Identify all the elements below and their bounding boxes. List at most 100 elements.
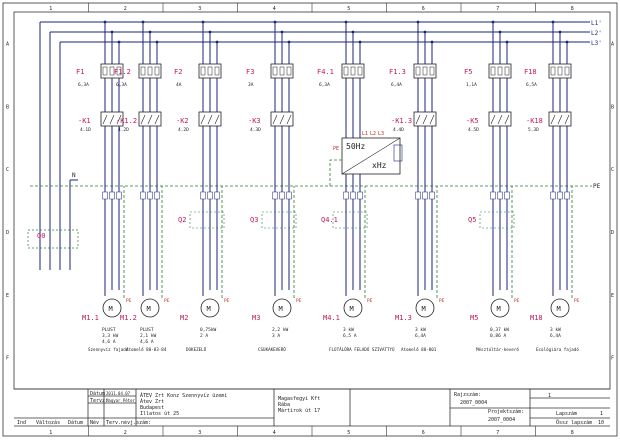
ruler-col-bottom-2: 2 (124, 430, 127, 436)
bus-l3-label: L3' (591, 40, 602, 47)
ruler-row-right-F: F (611, 356, 614, 362)
terminal (357, 191, 363, 200)
motor-label: M1.2 (120, 314, 137, 322)
pe-label: PE (593, 183, 601, 190)
motor-spec2: 4,6 A (102, 339, 116, 345)
terminal (140, 191, 146, 200)
contact-symbol (214, 114, 220, 125)
contactor-label: -K1.3 (391, 117, 412, 125)
motor-spec1: 6,4A (415, 333, 426, 339)
fuse-element (429, 66, 435, 76)
fuse-body (270, 63, 294, 79)
motor-spec1: 3 A (272, 333, 280, 339)
motor-power: 3 kW (415, 327, 426, 333)
terminal (200, 191, 206, 200)
motor-pe-term: PE (514, 298, 520, 304)
fuse-rating: 6,3A (78, 82, 89, 88)
designer-header: Tervz. (90, 398, 108, 404)
power-bus: L1' L2' L3' N PE (30, 20, 602, 270)
project-label: Projektszám: (488, 408, 524, 415)
fuse-label: F4.1 (317, 68, 334, 76)
motor-spec1: 6,5 A (343, 333, 357, 339)
ruler-row-right-E: E (611, 293, 614, 299)
motor-power: 3 kW (550, 327, 561, 333)
fuse-element (109, 66, 115, 76)
motor-symbol (272, 298, 292, 318)
sheet-no: 1 (600, 411, 603, 417)
ruler-row-left-B: B (6, 104, 9, 110)
bus-junction (491, 20, 495, 24)
bus-junction (201, 20, 205, 24)
switch-label: Q4.1 (321, 216, 338, 224)
motor-spec2: 4,6 A (140, 339, 154, 345)
ruler-row-left-D: D (6, 230, 9, 236)
fuse-body (198, 63, 222, 79)
fuse-body (488, 63, 512, 79)
fuse-rating: 6,4A (391, 82, 402, 88)
bus-junction (148, 30, 152, 34)
project-no: 2007_0004 (488, 417, 515, 423)
ruler-col-top-4: 4 (273, 6, 276, 12)
ruler-row-left-F: F (6, 356, 9, 362)
fuse-element (214, 66, 220, 76)
terminal (350, 191, 356, 200)
motor-power: 0,75kW (200, 327, 217, 333)
fuse-element (147, 66, 153, 76)
contact-symbol (109, 114, 115, 125)
terminal (550, 191, 556, 200)
ruler-col-bottom-5: 5 (347, 430, 350, 436)
contact-symbol (422, 114, 428, 125)
switch-box (479, 211, 515, 229)
ruler-col-top-1: 1 (49, 6, 52, 12)
motor-power: 2,2 kW (272, 327, 289, 333)
contact-symbol (497, 114, 503, 125)
title-block: Dátum Tervz. 2011.04.07 Magyar Péter ÁTE… (14, 388, 610, 427)
fuse-element (140, 66, 146, 76)
fuse-element (343, 66, 349, 76)
ruler-row-right-C: C (611, 167, 614, 173)
contact-symbol (429, 114, 435, 125)
contactor-type: 4.2D (118, 127, 129, 133)
vfd-pe-wire (329, 159, 342, 186)
terminal (109, 191, 115, 200)
motor-label: M1.3 (395, 314, 412, 322)
motor-label: M2 (180, 314, 188, 322)
motor-description: Ecológiára fajadó (536, 347, 579, 352)
frequency-converter: 50Hz xHz L1 L2 L3 PE (329, 131, 403, 186)
motor-symbol (343, 298, 363, 318)
motor-label: M1.1 (82, 314, 99, 322)
total-no: 10 (598, 420, 604, 426)
contactor-type: 4.1D (80, 127, 91, 133)
motor-description: Atomelő 80-801 (401, 347, 437, 352)
motor-pe-term: PE (126, 298, 132, 304)
bus-junction (141, 20, 145, 24)
fuse-body (413, 63, 437, 79)
motor-symbol (102, 298, 122, 318)
date-value: 2011.04.07 (106, 391, 131, 396)
drawing-no-label: Rajzszám: (454, 391, 481, 398)
ruler-col-bottom-4: 4 (273, 430, 276, 436)
contact-symbol (550, 114, 556, 125)
contact-symbol (279, 114, 285, 125)
contactor-type: 4.2D (178, 127, 189, 133)
company-line-3: Budapest (140, 405, 164, 411)
contact-symbol (154, 114, 160, 125)
n-label: N (72, 172, 76, 179)
motor-label: M5 (470, 314, 478, 322)
ruler-col-bottom-6: 6 (422, 430, 425, 436)
ruler-col-bottom-8: 8 (571, 430, 574, 436)
date-header: Dátum (90, 390, 105, 397)
motor-symbol (200, 298, 220, 318)
drawing-no: 2007_0004 (460, 400, 487, 406)
fuse-label: F1.3 (389, 68, 406, 76)
motor-power: PLUST (140, 327, 154, 333)
bus-junction (287, 40, 291, 44)
owner-line-1: Magasfegyi Kft (278, 396, 320, 402)
contactor-label: -K3 (248, 117, 261, 125)
